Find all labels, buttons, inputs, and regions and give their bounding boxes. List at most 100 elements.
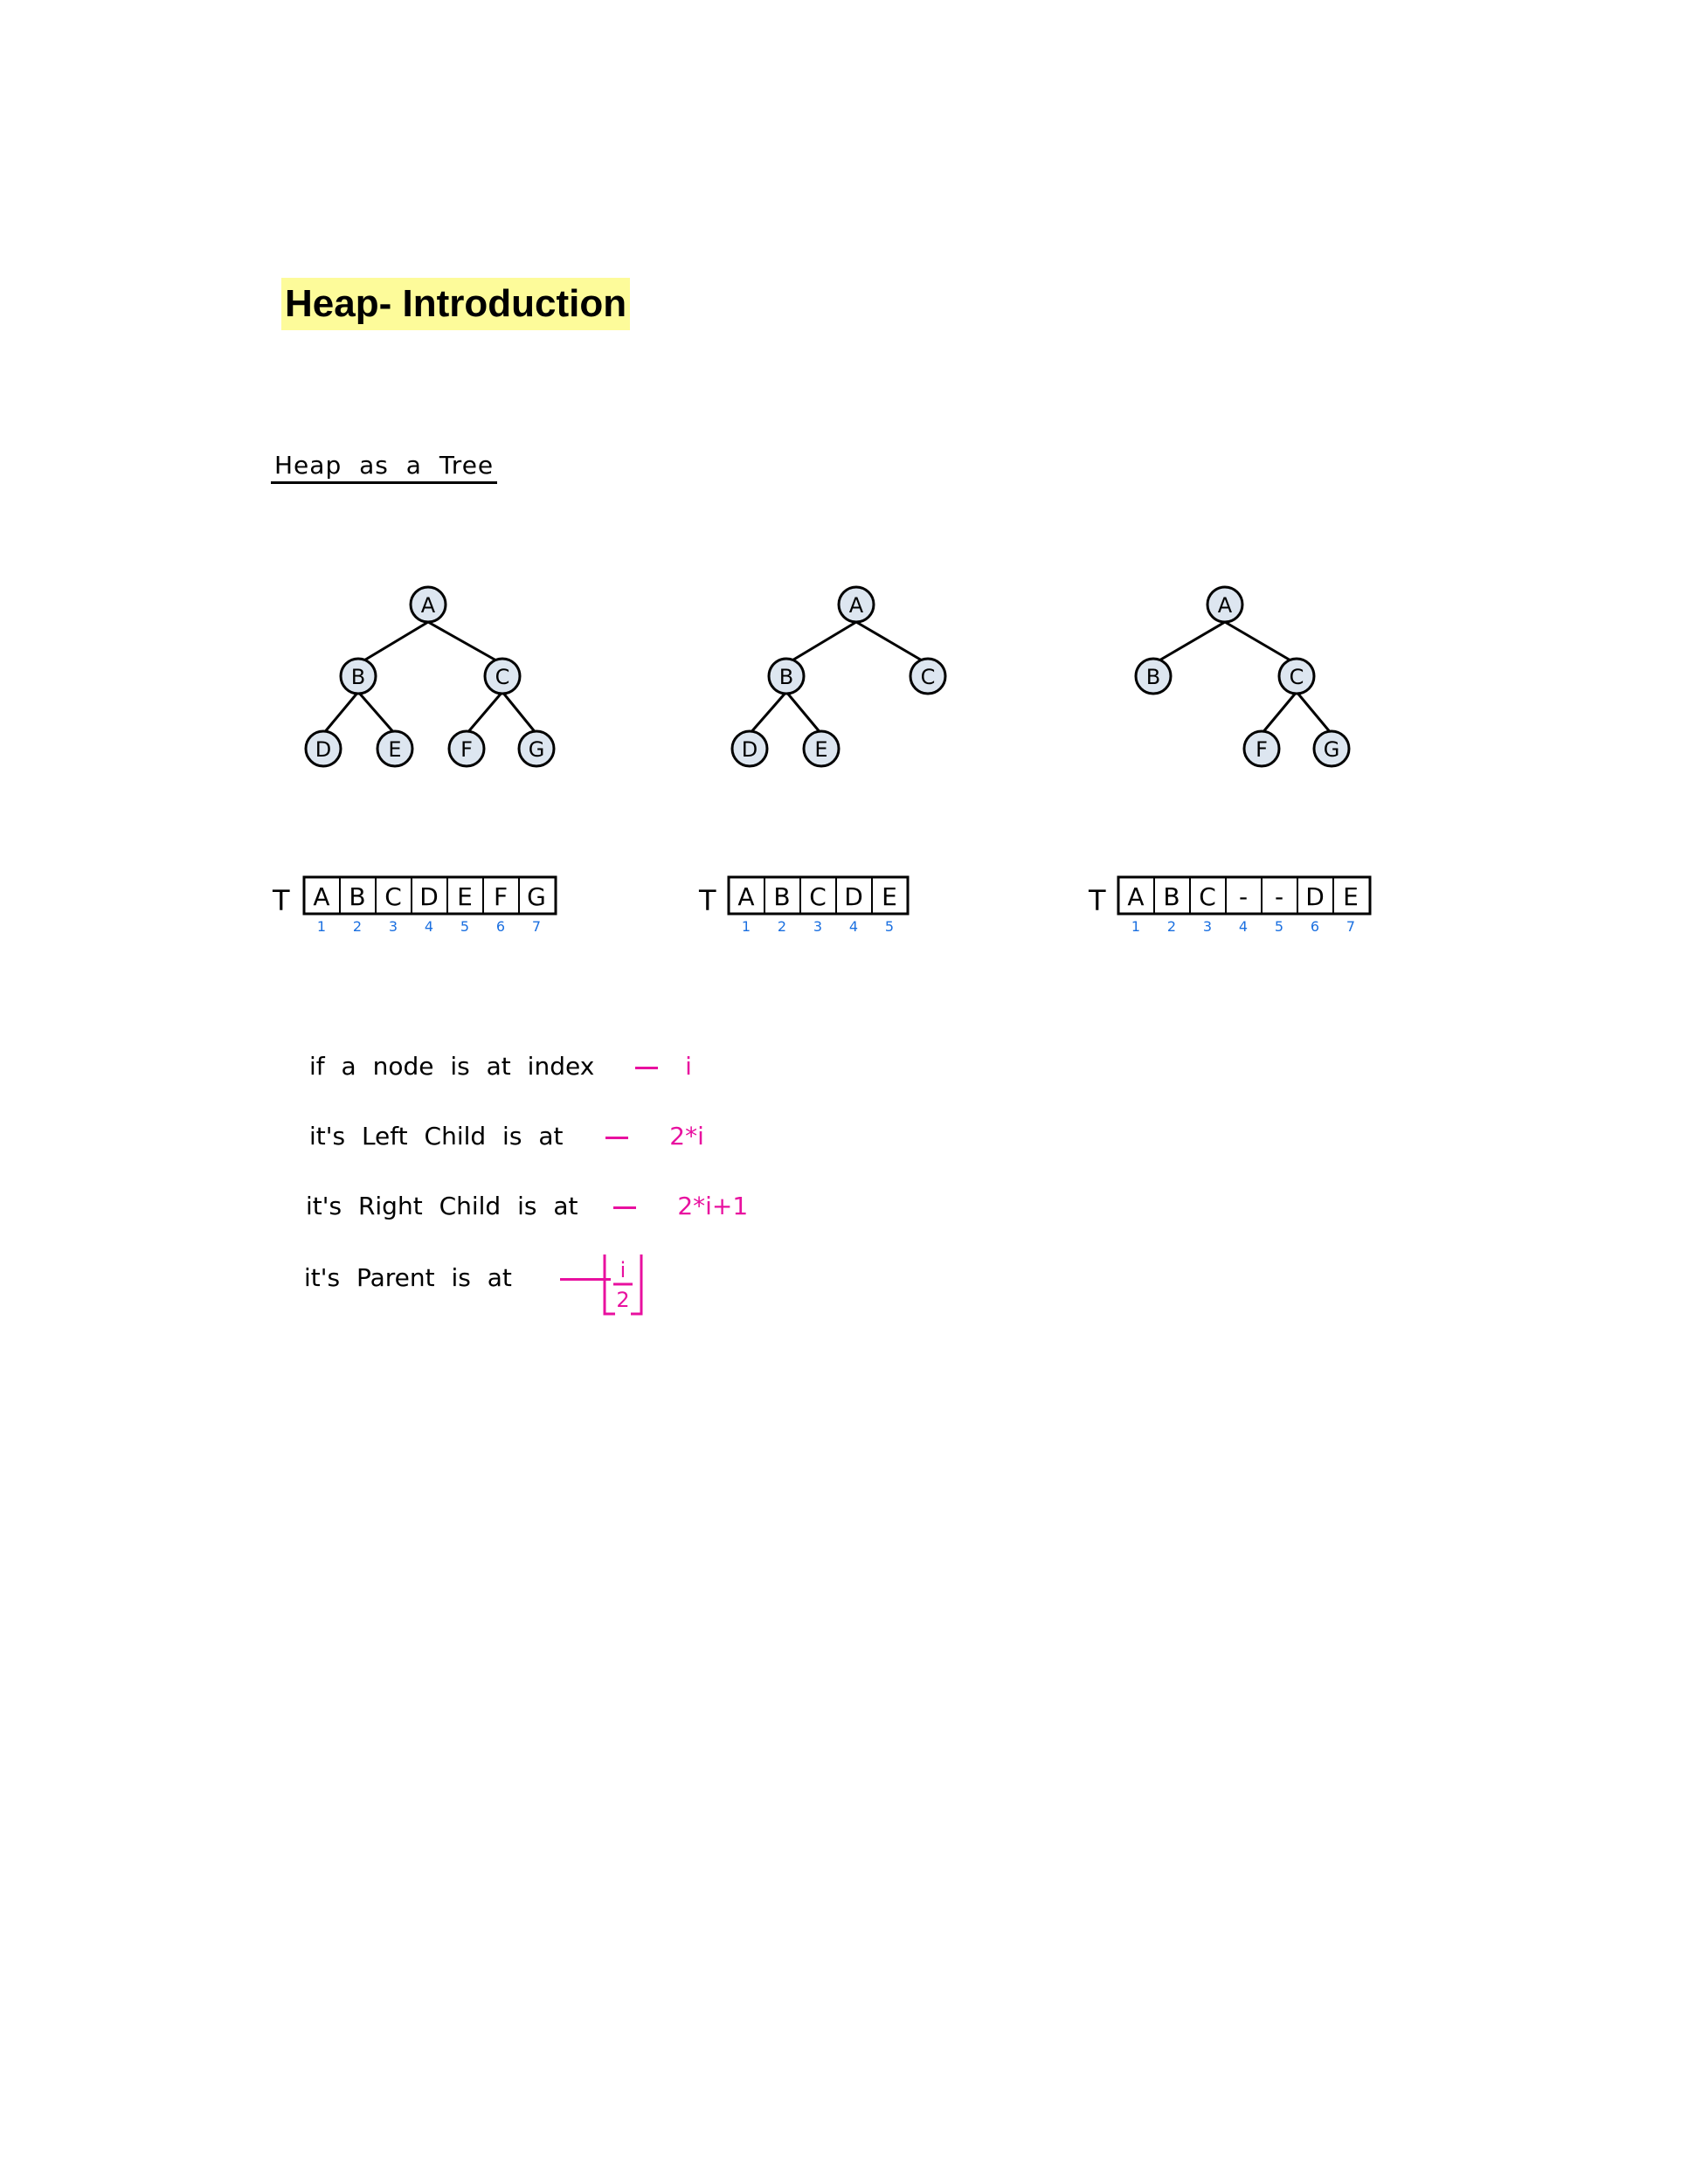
array-3: T A B C - - D E 1 2 3 4 5 6 7 <box>1088 875 1372 935</box>
array-index: 7 <box>532 918 541 935</box>
svg-text:B: B <box>1146 665 1160 689</box>
tree-1-edges <box>322 620 538 735</box>
tree-node: D <box>304 729 342 768</box>
svg-text:D: D <box>742 737 758 762</box>
tree-node: A <box>837 585 875 624</box>
array-index: 2 <box>1167 918 1176 935</box>
array-index: 5 <box>1275 918 1283 935</box>
array-cell: C <box>384 882 402 911</box>
tree-node: G <box>1312 729 1351 768</box>
array-cell: D <box>419 882 439 911</box>
array-label: T <box>698 884 716 917</box>
pink-dash <box>605 1136 629 1139</box>
array-cell: C <box>1199 882 1216 911</box>
svg-text:A: A <box>849 593 864 618</box>
tree-node: A <box>1206 585 1244 624</box>
array-cell: - <box>1239 882 1248 911</box>
array-cell: G <box>527 882 546 911</box>
section-heading: Heap as a Tree <box>271 451 498 484</box>
svg-text:D: D <box>315 737 331 762</box>
array-index: 3 <box>389 918 398 935</box>
floor-expression: i 2 <box>603 1254 643 1316</box>
array-cell: - <box>1275 882 1283 911</box>
tree-3-edges <box>1152 620 1333 735</box>
array-cell: F <box>494 882 508 911</box>
array-index: 4 <box>849 918 858 935</box>
formula-value: i <box>685 1052 692 1081</box>
tree-1: A B C D E F G <box>304 585 556 768</box>
array-index: 3 <box>1203 918 1212 935</box>
tree-node: G <box>517 729 556 768</box>
array-cell: B <box>773 882 790 911</box>
tree-node: C <box>483 657 522 695</box>
formula-value: 2*i+1 <box>677 1192 749 1220</box>
svg-text:B: B <box>351 665 365 689</box>
tree-3: A B C F G <box>1134 585 1351 768</box>
tree-node: E <box>802 729 841 768</box>
array-index: 2 <box>778 918 786 935</box>
array-cell: B <box>349 882 365 911</box>
svg-text:C: C <box>1290 665 1304 689</box>
svg-text:C: C <box>495 665 510 689</box>
tree-2: A B C D E <box>730 585 947 768</box>
array-index: 6 <box>1311 918 1319 935</box>
array-cell: E <box>457 882 473 911</box>
tree-node: E <box>376 729 414 768</box>
formula-parent: it's Parent is at <box>304 1263 611 1292</box>
tree-node: D <box>730 729 769 768</box>
array-label: T <box>272 884 290 917</box>
array-cell: A <box>313 882 329 911</box>
array-cell: D <box>1305 882 1325 911</box>
floor-numerator: i <box>620 1258 626 1282</box>
tree-node: B <box>339 657 377 695</box>
formula-node-index: if a node is at index i <box>309 1052 692 1081</box>
svg-text:A: A <box>1218 593 1233 618</box>
array-index: 1 <box>742 918 751 935</box>
tree-node: F <box>447 729 486 768</box>
array-index: 5 <box>885 918 894 935</box>
formula-right-child: it's Right Child is at 2*i+1 <box>306 1192 748 1220</box>
svg-text:E: E <box>388 737 401 762</box>
array-index: 2 <box>353 918 362 935</box>
svg-text:G: G <box>529 737 545 762</box>
page-title: Heap- Introduction <box>281 278 631 330</box>
formula-text: it's Right Child is at <box>306 1192 578 1220</box>
array-1: T A B C D E F G 1 2 3 4 5 6 7 <box>272 875 557 935</box>
formula-value: 2*i <box>669 1122 704 1151</box>
array-cell: A <box>737 882 754 911</box>
svg-text:B: B <box>779 665 793 689</box>
svg-text:F: F <box>1256 737 1268 762</box>
tree-node: C <box>1277 657 1316 695</box>
array-index: 1 <box>1131 918 1140 935</box>
array-label: T <box>1088 884 1106 917</box>
array-index: 3 <box>813 918 822 935</box>
array-index: 6 <box>496 918 505 935</box>
tree-2-edges <box>748 620 929 735</box>
array-cell: C <box>809 882 827 911</box>
pink-dash <box>635 1066 659 1069</box>
tree-node: B <box>767 657 806 695</box>
tree-node: B <box>1134 657 1173 695</box>
tree-node: A <box>409 585 447 624</box>
svg-text:F: F <box>460 737 473 762</box>
array-cell: E <box>1343 882 1359 911</box>
formula-text: it's Parent is at <box>304 1263 512 1292</box>
pink-dash <box>613 1206 637 1209</box>
svg-text:G: G <box>1324 737 1340 762</box>
array-index: 7 <box>1346 918 1355 935</box>
floor-denominator: 2 <box>616 1288 629 1312</box>
tree-node: C <box>909 657 947 695</box>
svg-text:E: E <box>814 737 827 762</box>
array-cell: D <box>844 882 863 911</box>
formula-text: it's Left Child is at <box>309 1122 564 1151</box>
array-cell: E <box>882 882 897 911</box>
heap-diagrams: A B C D E F G T <box>272 585 1372 935</box>
array-index: 4 <box>425 918 433 935</box>
array-index: 1 <box>317 918 326 935</box>
formula-left-child: it's Left Child is at 2*i <box>309 1122 704 1151</box>
array-cell: B <box>1163 882 1180 911</box>
array-index: 4 <box>1239 918 1248 935</box>
formula-text: if a node is at index <box>309 1052 595 1081</box>
array-2: T A B C D E 1 2 3 4 5 <box>698 875 910 935</box>
array-index: 5 <box>460 918 469 935</box>
